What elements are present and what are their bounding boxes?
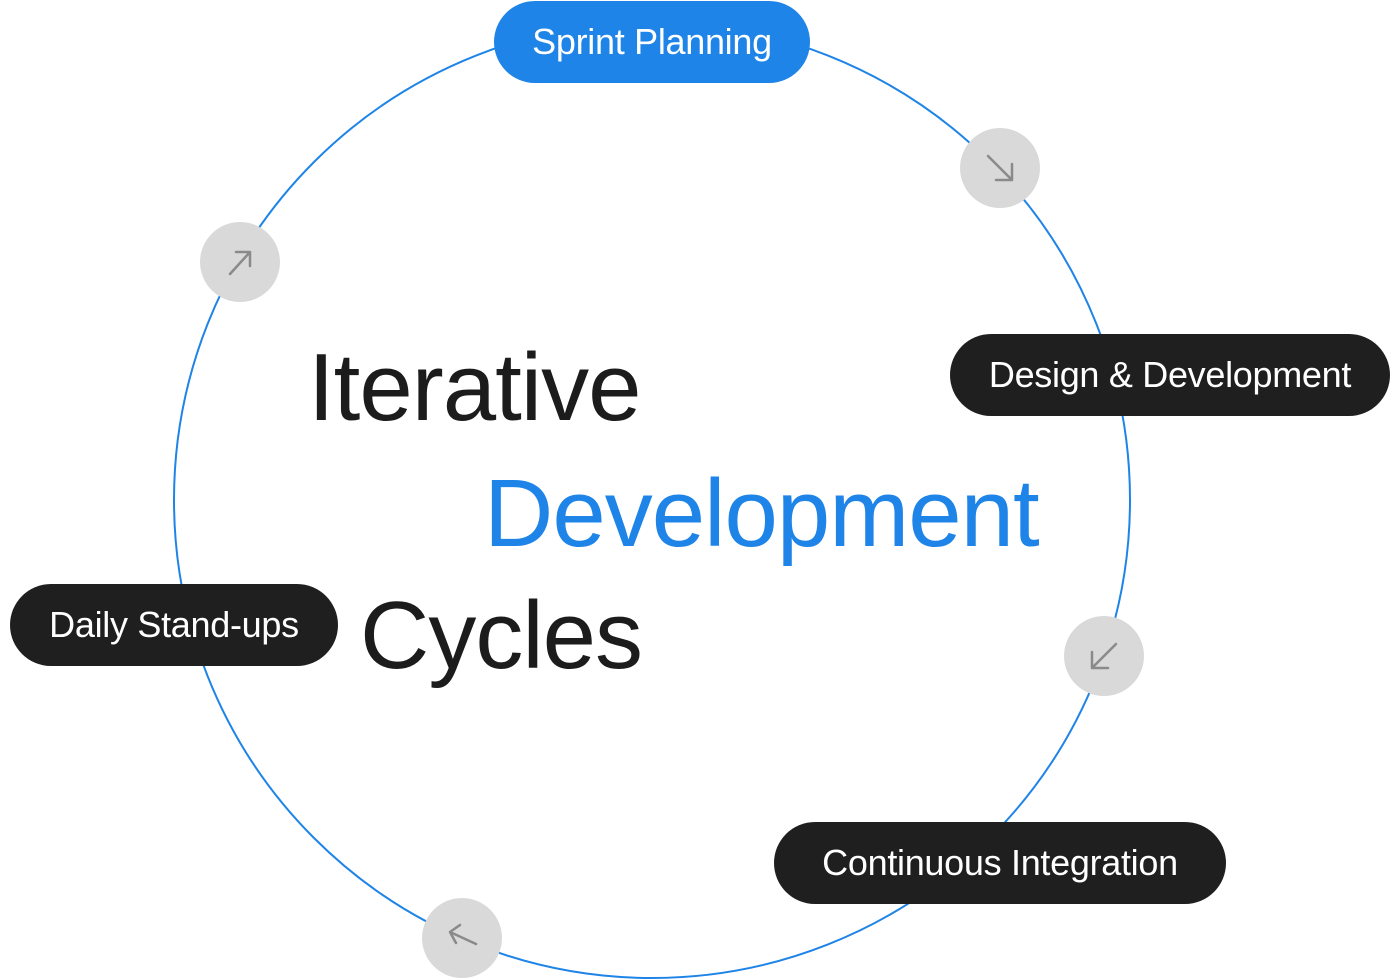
- connector-planning-to-design: [960, 128, 1040, 208]
- title-line-cycles: Cycles: [360, 582, 643, 689]
- arrow-down-right-icon: [986, 154, 1014, 182]
- arrow-down-left-icon: [1090, 642, 1118, 670]
- connector-standups-to-planning: [200, 222, 280, 302]
- stage-daily-standups[interactable]: Daily Stand-ups: [10, 584, 338, 666]
- connector-design-to-integration: [1064, 616, 1144, 696]
- connector-integration-to-standups: [422, 898, 502, 978]
- arrow-up-right-icon: [228, 250, 252, 276]
- title-line-iterative: Iterative: [308, 334, 641, 441]
- stage-design-development[interactable]: Design & Development: [950, 334, 1390, 416]
- stage-sprint-planning[interactable]: Sprint Planning: [494, 1, 810, 83]
- title-line-development: Development: [484, 460, 1040, 567]
- arrow-left-icon: [448, 923, 478, 946]
- stage-continuous-integration[interactable]: Continuous Integration: [774, 822, 1226, 904]
